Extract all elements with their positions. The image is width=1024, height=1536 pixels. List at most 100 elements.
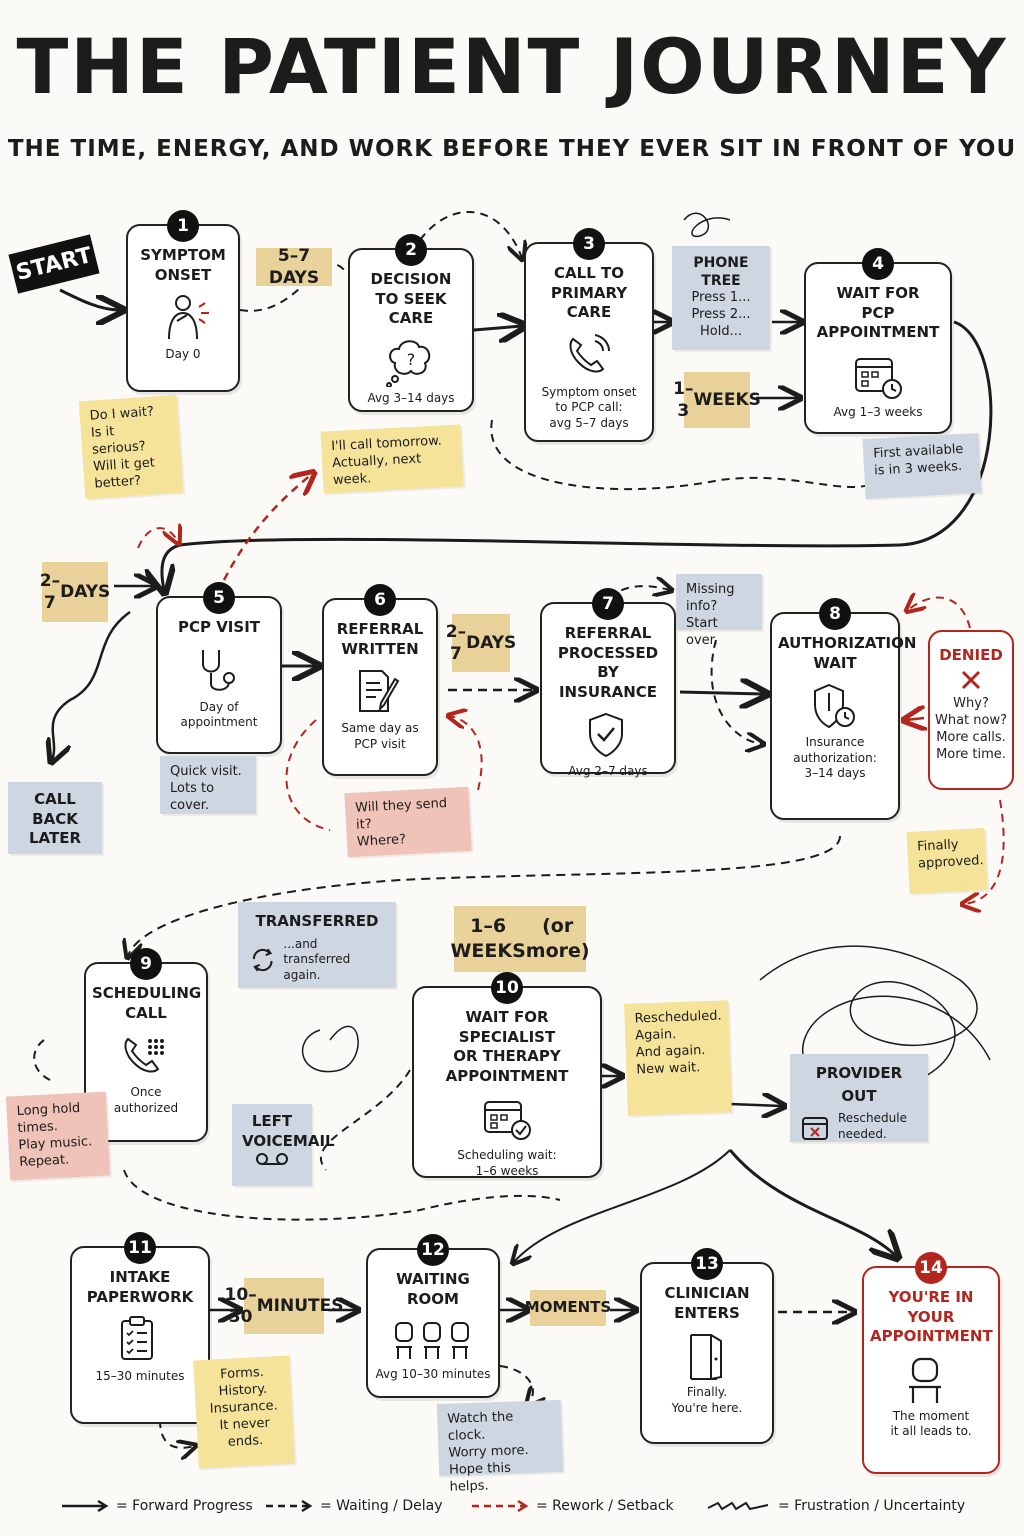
legend-label: = Frustration / Uncertainty (778, 1498, 966, 1514)
note-will-they-send: Will they send it?Where? (344, 786, 472, 858)
step-note-line: Avg 2–7 days (568, 764, 648, 778)
text-line: Press 1... (691, 290, 751, 306)
text-line: 5–7 DAYS (268, 245, 320, 288)
step-title-line: PCP APPOINTMENT (816, 303, 940, 342)
step-note-line: You're here. (671, 1400, 743, 1415)
step-note-line: Day 0 (165, 347, 201, 361)
rework-denied-in (906, 718, 924, 720)
step-number-badge: 6 (364, 584, 396, 616)
rework-5-loop (137, 528, 178, 548)
step-title-line: INSURANCE (558, 682, 658, 701)
text-line: More calls. (936, 729, 1006, 745)
text-line: CALL BACK (32, 790, 78, 828)
step-title-line: ENTERS (674, 1303, 740, 1322)
text-line: approved. (917, 852, 984, 872)
chairs-icon (395, 1322, 469, 1359)
squiggle-mid (301, 1025, 359, 1073)
step-number-badge: 9 (130, 948, 162, 980)
denied-box: DENIED Why?What now?More calls.More time… (928, 630, 1014, 790)
step-title-line: AUTHORIZATION (778, 634, 917, 652)
text-line: LEFT (251, 1112, 293, 1130)
rework-5-2 (222, 474, 312, 581)
arrow-resched-provider (729, 1104, 782, 1106)
step-title-line: CLINICIAN (664, 1284, 750, 1302)
step-note: Day 0 (128, 347, 238, 363)
step-title-line: OR THERAPY (453, 1047, 561, 1065)
door-icon (690, 1334, 722, 1380)
step-title-line: YOU'RE IN (888, 1288, 974, 1306)
text-line: LATER (28, 829, 82, 847)
note-long-hold-times: Long hold times.Play music.Repeat. (5, 1091, 111, 1181)
text-line: What now? (934, 712, 1007, 728)
transferred-title: TRANSFERRED (255, 912, 379, 930)
note-missing-info: Missing info?Start over. (676, 574, 762, 648)
text-line: Missing info? (686, 582, 735, 614)
step-note-line: Scheduling wait: (457, 1148, 557, 1162)
shield-clock-icon (814, 683, 855, 729)
step-note-line: Avg 1–3 weeks (833, 404, 923, 419)
step-number-badge: 2 (395, 234, 427, 266)
note-watch-the-clock: Watch the clock.Worry more.Hope this hel… (436, 1399, 564, 1494)
text-line: Is it serious? (90, 424, 147, 458)
step-title: PCP VISIT (158, 618, 280, 638)
step-note-line: 3–14 days (804, 766, 866, 781)
text-line: 2–7 (445, 621, 467, 664)
step-note-line: Symptom onset (541, 384, 637, 399)
step-note-line: The moment (892, 1408, 970, 1423)
calendar-clock-icon (855, 357, 902, 399)
step-number-badge: 4 (862, 248, 894, 280)
step-title-line: SCHEDULING (92, 984, 202, 1002)
legend-label: = Waiting / Delay (320, 1498, 443, 1514)
text-line: 2–7 (39, 570, 61, 613)
step-title-line: DECISION (370, 270, 452, 288)
text-line: MOMENTS (524, 1298, 612, 1317)
text-line: ...and transferred (283, 936, 351, 967)
text-line: PHONE TREE (693, 255, 749, 290)
arrow-start-1 (59, 288, 120, 310)
shield-check-icon (589, 712, 623, 758)
time-tag-5-7-days: 5–7 DAYS (256, 245, 332, 288)
text-line: Lots to cover. (170, 780, 215, 813)
arrow-7-8 (679, 692, 764, 694)
text-line: Watch the clock. (447, 1409, 514, 1444)
text-line: VOICEMAIL (242, 1131, 335, 1150)
step-title-line: REFERRAL (564, 624, 652, 642)
legend-forward: = Forward Progress (60, 1498, 253, 1514)
phone-keypad-icon (124, 1037, 164, 1073)
document-pen-icon (359, 670, 400, 712)
rework-pink-6 (450, 716, 483, 791)
text-line: Hold... (700, 324, 742, 340)
text-line: Will they send it? (354, 795, 448, 833)
text-line: MINUTES (256, 1295, 344, 1316)
step-note-line: Finally. (686, 1385, 728, 1399)
legend-label: = Forward Progress (116, 1498, 253, 1514)
note-quick-visit: Quick visit.Lots to cover. (160, 756, 256, 814)
calendar-x-icon (802, 1116, 828, 1140)
stethoscope-icon (202, 649, 235, 691)
step-title-line: PAPERWORK (86, 1287, 194, 1306)
thought-bubble-question-icon: ? (386, 339, 431, 387)
step-number-badge: 13 (691, 1248, 723, 1280)
provider-out-title: PROVIDER OUT (815, 1064, 903, 1105)
voicemail-icon (256, 1153, 288, 1165)
phone-ringing-icon (569, 333, 610, 372)
